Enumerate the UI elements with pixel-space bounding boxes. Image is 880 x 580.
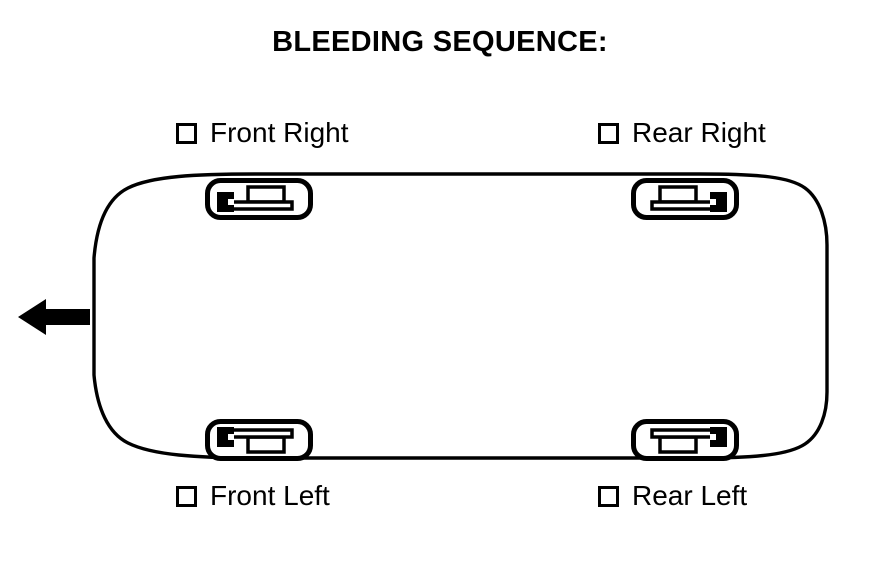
wheel-front-right xyxy=(205,178,313,220)
page-title: BLEEDING SEQUENCE: xyxy=(272,26,608,58)
checkbox-row-front-right[interactable]: Front Right xyxy=(176,119,349,147)
checkbox-label-rear-right: Rear Right xyxy=(632,117,766,148)
wheel-front-left xyxy=(205,419,313,461)
wheel-rear-right xyxy=(631,178,739,220)
checkbox-row-rear-right[interactable]: Rear Right xyxy=(598,119,766,147)
checkbox-row-front-left[interactable]: Front Left xyxy=(176,482,330,510)
checkbox-label-front-right: Front Right xyxy=(210,117,349,148)
checkbox-rear-right[interactable] xyxy=(598,122,619,144)
checkbox-row-rear-left[interactable]: Rear Left xyxy=(598,482,747,510)
checkbox-front-right[interactable] xyxy=(176,122,197,144)
checkbox-rear-left[interactable] xyxy=(598,485,619,507)
checkbox-label-front-left: Front Left xyxy=(210,480,330,511)
wheel-rear-left xyxy=(631,419,739,461)
checkbox-label-rear-left: Rear Left xyxy=(632,480,748,511)
checkbox-front-left[interactable] xyxy=(176,485,197,507)
direction-arrow-icon xyxy=(18,299,90,335)
